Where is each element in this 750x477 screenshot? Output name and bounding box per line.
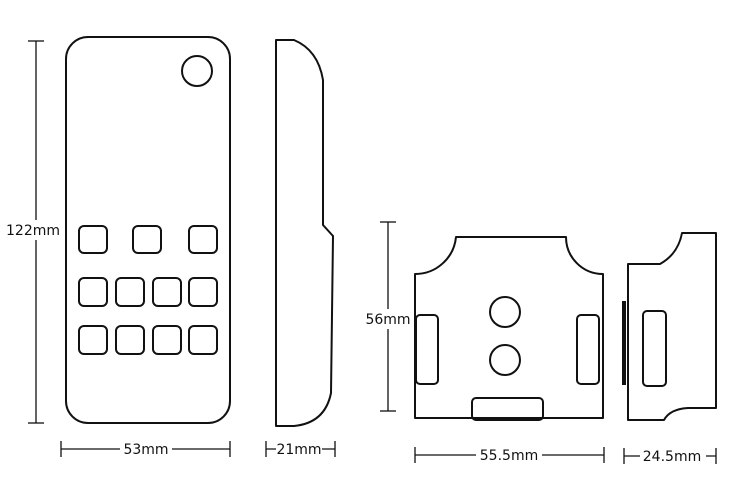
remote-button xyxy=(188,325,218,355)
remote-button xyxy=(115,277,145,307)
holder-depth-dimension: 24.5mm xyxy=(623,446,717,466)
holder-height-dimension: 56mm xyxy=(365,221,411,412)
remote-power-button xyxy=(181,55,213,87)
remote-button xyxy=(78,325,108,355)
remote-side-outline xyxy=(275,39,334,427)
label-background xyxy=(276,439,322,459)
remote-button xyxy=(188,225,218,254)
holder-side-slot xyxy=(642,310,667,387)
remote-height-label: 122mm xyxy=(6,223,60,239)
holder-side-slot-right xyxy=(576,314,600,385)
holder-height-label: 56mm xyxy=(365,312,410,328)
label-background xyxy=(8,220,60,240)
remote-width-label: 53mm xyxy=(123,442,168,458)
remote-width-dimension: 53mm xyxy=(60,439,231,459)
holder-front-view xyxy=(414,236,604,421)
remote-button-row-3 xyxy=(78,325,218,355)
remote-button xyxy=(152,325,182,355)
holder-bottom-tab xyxy=(471,397,544,421)
remote-depth-label: 21mm xyxy=(276,442,321,458)
label-background xyxy=(476,445,542,465)
remote-depth-dimension: 21mm xyxy=(265,439,336,459)
holder-side-view xyxy=(622,232,717,421)
holder-width-label: 55.5mm xyxy=(480,448,538,464)
holder-screw-hole-top xyxy=(489,296,521,328)
remote-button-row-2 xyxy=(78,277,218,307)
remote-button xyxy=(78,225,108,254)
holder-side-outline xyxy=(627,232,717,421)
remote-button xyxy=(115,325,145,355)
label-background xyxy=(640,446,706,466)
label-background xyxy=(366,309,410,329)
holder-depth-label: 24.5mm xyxy=(643,449,701,465)
remote-front-view xyxy=(65,36,231,424)
remote-button xyxy=(78,277,108,307)
remote-side-view xyxy=(275,39,334,427)
remote-button xyxy=(152,277,182,307)
holder-screw-hole-bottom xyxy=(489,344,521,376)
remote-button xyxy=(188,277,218,307)
holder-side-slot-left xyxy=(415,314,439,385)
holder-body-outline xyxy=(414,236,604,419)
remote-button-row-1 xyxy=(78,225,218,254)
holder-width-dimension: 55.5mm xyxy=(414,445,605,465)
remote-body-outline xyxy=(65,36,231,424)
label-background xyxy=(120,439,172,459)
remote-height-dimension: 122mm xyxy=(6,40,60,424)
remote-button xyxy=(132,225,162,254)
